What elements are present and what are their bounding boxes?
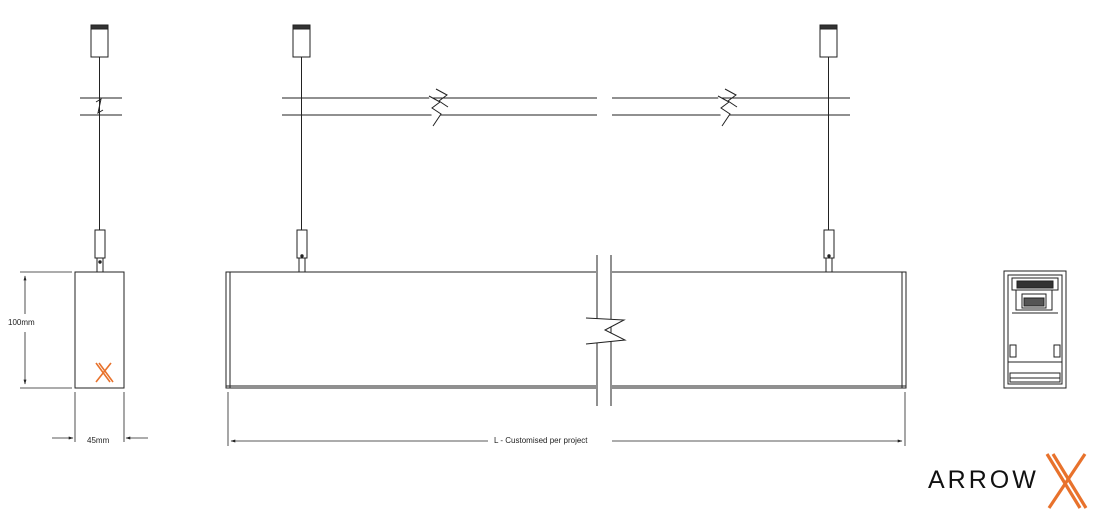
luminaire-side-body bbox=[74, 271, 125, 389]
break-symbol-1 bbox=[428, 95, 442, 127]
brand-wordmark: ARROW bbox=[928, 466, 1039, 494]
width-dimension-label: 45mm bbox=[87, 436, 110, 445]
ceiling-canopy bbox=[90, 24, 109, 58]
ceiling-canopy-right bbox=[819, 24, 838, 58]
front-elevation-view bbox=[225, 24, 907, 446]
cable-gripper bbox=[94, 229, 106, 273]
side-elevation-view bbox=[20, 24, 148, 442]
height-dimension-label: 100mm bbox=[8, 318, 35, 327]
length-dimension-label: L - Customised per project bbox=[491, 436, 591, 445]
break-symbol-body bbox=[585, 317, 627, 345]
ceiling-canopy-left bbox=[292, 24, 311, 58]
cable-gripper-right bbox=[823, 229, 835, 273]
cable-gripper-left bbox=[296, 229, 308, 273]
break-symbol-2 bbox=[717, 95, 731, 127]
arrow-x-logo-icon bbox=[1045, 453, 1088, 509]
x-logo-icon bbox=[95, 362, 114, 383]
luminaire-front-body bbox=[225, 271, 907, 389]
end-section-view bbox=[1003, 270, 1067, 389]
